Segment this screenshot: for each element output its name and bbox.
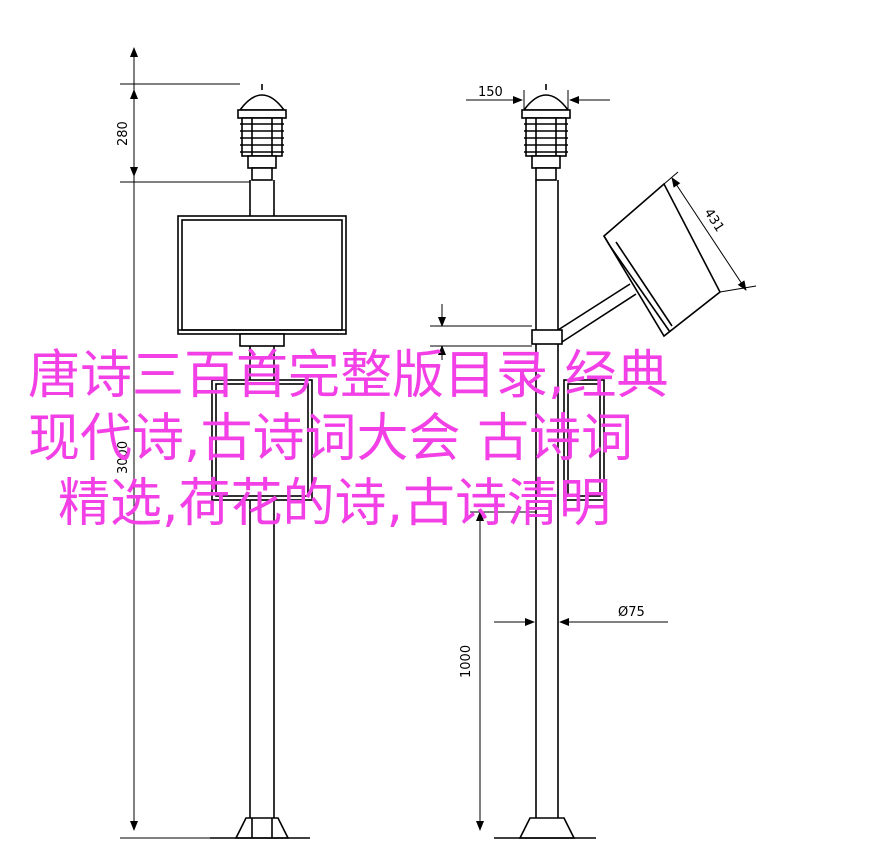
solar-panel-front <box>177 215 347 335</box>
front-view <box>177 84 347 839</box>
base-front <box>234 817 290 839</box>
dim-top-height: 280 <box>116 121 131 146</box>
dim-total-height: 3000 <box>116 441 131 474</box>
dim-lower-height: 1000 <box>459 645 474 678</box>
right-dimensions <box>430 90 757 831</box>
dim-pole-diameter: Ø75 <box>618 605 645 620</box>
dim-panel-length: 431 <box>701 206 727 235</box>
side-view <box>494 84 722 839</box>
sensor-dome-left <box>238 94 286 111</box>
overlay-line-2: 现代诗,古诗词大会 古诗词 <box>28 409 634 469</box>
sensor-dome-right <box>522 94 570 111</box>
dim-head-width: 150 <box>478 85 503 100</box>
overlay-line-3: 精选,荷花的诗,古诗清明 <box>58 474 612 534</box>
left-dimensions <box>120 47 250 839</box>
sensor-cap-left <box>237 109 287 119</box>
overlay-line-1: 唐诗三百首完整版目录,经典 <box>28 346 669 406</box>
control-box-front <box>211 379 313 501</box>
control-box-side <box>563 379 605 501</box>
base-side <box>518 817 576 839</box>
solar-panel-side <box>602 182 722 338</box>
